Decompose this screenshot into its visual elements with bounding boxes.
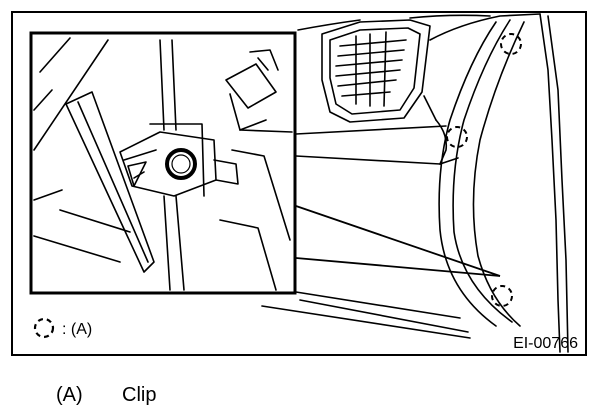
clip-marker-top xyxy=(500,33,522,55)
clip-detail xyxy=(165,148,197,180)
callout-lines xyxy=(295,205,501,277)
inset-frame xyxy=(29,31,297,295)
legend-text: : (A) xyxy=(62,321,92,338)
caption-text: Clip xyxy=(122,384,157,406)
clip-marker-middle xyxy=(446,126,468,148)
dashed-circle-icon xyxy=(33,317,55,339)
legend: : (A) xyxy=(33,317,92,339)
figure-code: EI-00766 xyxy=(513,335,578,352)
caption-letter: (A) xyxy=(56,384,83,406)
inset-detail xyxy=(29,31,297,295)
caption: (A) Clip xyxy=(56,384,156,407)
clip-marker-bottom xyxy=(491,285,513,307)
dashboard-drawing xyxy=(261,13,569,353)
figure-frame xyxy=(11,11,587,356)
clip-detail-inner xyxy=(171,154,191,174)
clip-markers xyxy=(446,33,522,307)
